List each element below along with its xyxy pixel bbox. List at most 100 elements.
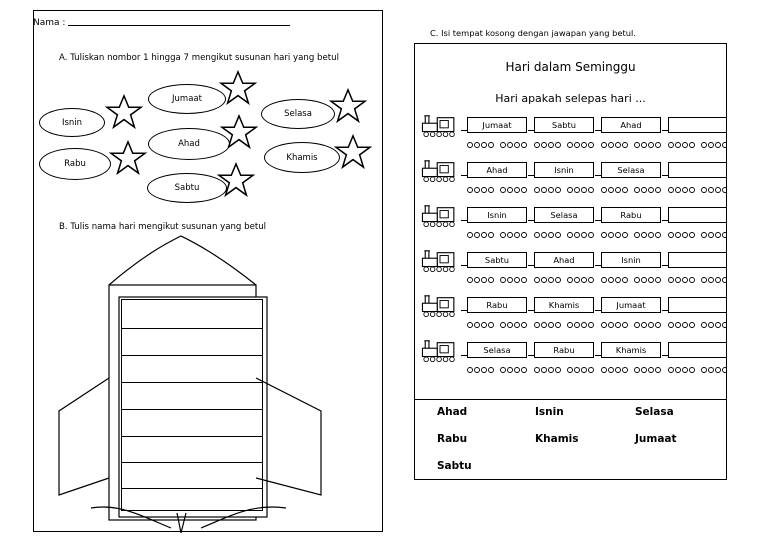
word-bank-item: Ahad	[437, 406, 468, 418]
train-car-label: Isnin	[467, 207, 527, 223]
train-car-label: Rabu	[601, 207, 661, 223]
wheels-icon	[534, 358, 594, 373]
worksheet-left-content: A. Tuliskan nombor 1 hingga 7 mengikut s…	[33, 10, 383, 533]
train-car-answer-blank[interactable]	[668, 207, 726, 223]
worksheet-right-page: Hari dalam Seminggu Hari apakah selepas …	[414, 43, 727, 480]
instruction-b: B. Tulis nama hari mengikut susunan yang…	[59, 222, 267, 232]
wheels-icon	[467, 223, 527, 238]
coupler	[662, 265, 668, 266]
word-bank-item: Khamis	[535, 433, 579, 445]
coupler	[662, 355, 668, 356]
star-icon[interactable]	[219, 70, 257, 106]
name-blank-line[interactable]	[68, 25, 291, 26]
wheels-icon	[668, 358, 726, 373]
rocket-drawing	[58, 235, 322, 533]
wheels-icon	[534, 313, 594, 328]
wheels-icon	[534, 268, 594, 283]
coupler	[662, 175, 668, 176]
word-bank-item: Rabu	[437, 433, 468, 445]
coupler	[528, 355, 534, 356]
train-engine-icon	[421, 250, 455, 273]
wheels-icon	[601, 313, 661, 328]
coupler	[662, 310, 668, 311]
wheels-icon	[534, 133, 594, 148]
coupler	[595, 130, 601, 131]
answer-line[interactable]	[122, 355, 262, 356]
star-icon[interactable]	[334, 134, 372, 170]
coupler	[461, 175, 467, 176]
star-icon[interactable]	[220, 114, 258, 150]
train-car-label: Selasa	[601, 162, 661, 178]
coupler	[528, 310, 534, 311]
coupler	[595, 220, 601, 221]
wheels-icon	[467, 313, 527, 328]
train-car-answer-blank[interactable]	[668, 117, 726, 133]
day-oval-isnin: Isnin	[39, 108, 105, 137]
word-bank-item: Selasa	[635, 406, 674, 418]
wheels-icon	[601, 178, 661, 193]
day-oval-jumaat: Jumaat	[148, 84, 226, 114]
train-car-label: Jumaat	[467, 117, 527, 133]
rocket-answer-box	[121, 299, 263, 511]
answer-line[interactable]	[122, 436, 262, 437]
train-car-label: Rabu	[467, 297, 527, 313]
answer-line[interactable]	[122, 462, 262, 463]
wheels-icon	[601, 358, 661, 373]
train-car-label: Selasa	[534, 207, 594, 223]
train-car-label: Khamis	[534, 297, 594, 313]
train-car-label: Isnin	[601, 252, 661, 268]
wheels-icon	[601, 223, 661, 238]
day-oval-rabu: Rabu	[39, 148, 111, 180]
answer-line[interactable]	[122, 409, 262, 410]
answer-line[interactable]	[122, 328, 262, 329]
train-car-answer-blank[interactable]	[668, 297, 726, 313]
train-engine-icon	[421, 160, 455, 183]
star-icon[interactable]	[217, 162, 255, 198]
day-oval-sabtu: Sabtu	[147, 173, 227, 203]
wheels-icon	[668, 133, 726, 148]
train-car-label: Selasa	[467, 342, 527, 358]
train-car-label: Ahad	[601, 117, 661, 133]
coupler	[528, 265, 534, 266]
name-field[interactable]: Nama :	[33, 18, 291, 28]
train-car-label: Khamis	[601, 342, 661, 358]
word-bank-item: Sabtu	[437, 460, 472, 472]
train-engine-icon	[421, 340, 455, 363]
wheels-icon	[601, 268, 661, 283]
word-bank-divider	[415, 399, 726, 400]
train-engine-icon	[421, 115, 455, 138]
instruction-c: C. Isi tempat kosong dengan jawapan yang…	[430, 28, 636, 38]
day-oval-ahad: Ahad	[148, 128, 230, 160]
wheels-icon	[467, 178, 527, 193]
star-icon[interactable]	[105, 94, 143, 130]
train-car-answer-blank[interactable]	[668, 162, 726, 178]
star-icon[interactable]	[329, 88, 367, 124]
coupler	[595, 355, 601, 356]
coupler	[461, 265, 467, 266]
coupler	[595, 175, 601, 176]
wheels-icon	[668, 178, 726, 193]
name-label: Nama :	[33, 18, 66, 28]
train-engine-icon	[421, 205, 455, 228]
sheet-question: Hari apakah selepas hari ...	[495, 92, 646, 105]
coupler	[528, 130, 534, 131]
day-oval-selasa: Selasa	[261, 99, 335, 129]
answer-line[interactable]	[122, 488, 262, 489]
train-car-answer-blank[interactable]	[668, 342, 726, 358]
wheels-icon	[467, 358, 527, 373]
coupler	[528, 220, 534, 221]
wheels-icon	[534, 223, 594, 238]
train-car-label: Isnin	[534, 162, 594, 178]
train-car-answer-blank[interactable]	[668, 252, 726, 268]
star-icon[interactable]	[109, 140, 147, 176]
answer-line[interactable]	[122, 382, 262, 383]
coupler	[461, 220, 467, 221]
coupler	[528, 175, 534, 176]
train-engine-icon	[421, 295, 455, 318]
wheels-icon	[668, 223, 726, 238]
coupler	[595, 310, 601, 311]
